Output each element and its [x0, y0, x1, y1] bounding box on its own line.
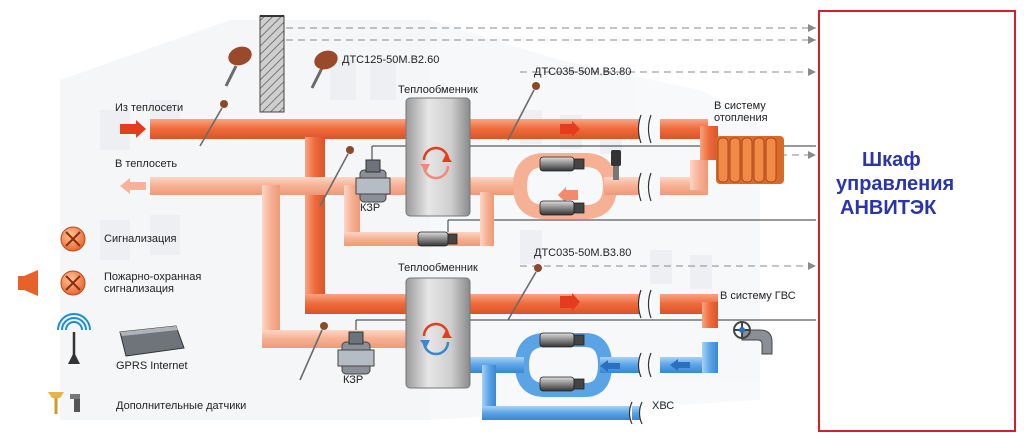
- cold-water-label: ХВС: [652, 400, 675, 412]
- sensor-icon: [224, 46, 338, 89]
- legend-gprs-label: GPRS Internet: [116, 360, 188, 372]
- thermometer-icon: [199, 82, 542, 381]
- kzr-bottom-label: КЗР: [343, 374, 364, 386]
- legend-alarm-label: Сигнализация: [104, 233, 177, 245]
- valve-icon: [337, 331, 375, 375]
- cabinet-title: Шкаф управления АНВИТЭК: [836, 148, 1016, 220]
- hot-water-system-label: В систему ГВС: [720, 290, 796, 302]
- arrow-out-return: [120, 178, 146, 194]
- heat-exchanger-top: [405, 97, 471, 217]
- heat-exchanger-bottom: [405, 277, 471, 389]
- siren-icon: [18, 270, 86, 296]
- from-network-label: Из теплосети: [115, 102, 184, 114]
- antenna-icon: [57, 313, 91, 364]
- router-icon: [119, 325, 185, 357]
- wall-section: [259, 15, 285, 113]
- legend-fire-alarm-label-2: сигнализация: [104, 283, 174, 295]
- sensor-label-hot-water: ДТС035-50М.В3.80: [534, 247, 632, 259]
- legend-extra-sensors-label: Дополнительные датчики: [116, 400, 247, 412]
- pipe-break-markers: [628, 114, 652, 425]
- sensor-label-heating: ДТС035-50М.В3.80: [534, 66, 632, 78]
- warm-return-pipes: [150, 153, 708, 348]
- pump-icon: [417, 156, 585, 392]
- to-network-label: В теплосеть: [115, 158, 178, 170]
- kzr-top-label: КЗР: [360, 202, 381, 214]
- sensor-icon: [48, 392, 80, 414]
- heat-exchanger-bottom-label: Теплообменник: [398, 262, 478, 274]
- heating-system-label-1: В систему: [714, 100, 766, 112]
- arrow-in-supply: [120, 120, 146, 138]
- radiator-icon: [716, 136, 784, 184]
- flow-arrows: [120, 120, 690, 372]
- sensor-label-outdoor: ДТС125-50М.В2.60: [342, 54, 440, 66]
- cabinet-title-line3: АНВИТЭК: [840, 197, 937, 219]
- cabinet-title-line1: Шкаф: [862, 149, 921, 171]
- control-cabinet: [818, 10, 1016, 432]
- heating-system-label-2: отопления: [714, 112, 768, 124]
- signal-arrowheads: [808, 24, 816, 270]
- pressure-sensor-icon: [611, 150, 621, 180]
- valve-icon: [355, 159, 391, 203]
- cabinet-title-line2: управления: [836, 173, 955, 195]
- heat-exchanger-top-label: Теплообменник: [398, 84, 478, 96]
- faucet-icon: [733, 321, 773, 355]
- alarm-icon: [60, 226, 86, 252]
- legend-fire-alarm-label-1: Пожарно-охранная: [104, 271, 202, 283]
